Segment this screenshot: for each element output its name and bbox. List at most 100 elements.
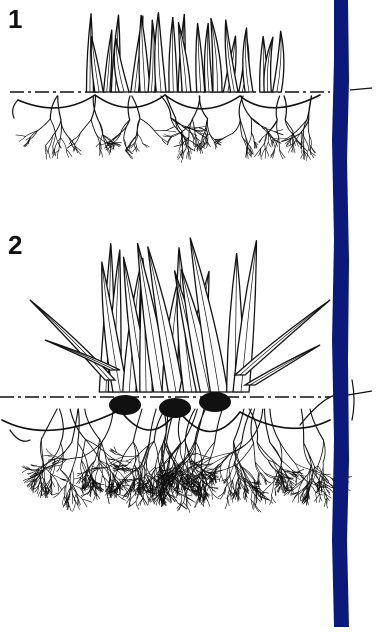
root-line [78,474,82,476]
plant-crown [109,395,141,415]
root-line [314,494,320,502]
root-line [61,138,67,150]
root-line [52,482,54,487]
root-line [261,148,262,159]
root-line [301,409,303,443]
root-line [319,487,327,488]
root-line [46,449,52,455]
root-line [154,441,158,462]
root-line [63,496,65,504]
root-line [133,146,137,152]
root-line [154,130,162,139]
root-line [44,489,45,496]
root-line [258,473,259,481]
root-line [318,440,324,466]
root-line [208,142,211,146]
root-line [266,142,268,149]
root-line [212,473,218,474]
root-line [154,130,167,131]
root-line [277,120,279,137]
root-line [304,137,309,149]
root-line [54,465,61,466]
root-line [30,131,37,137]
root-line [48,149,50,158]
root-line [262,148,266,157]
root-line [275,132,284,135]
root-line [41,409,57,439]
root-line [230,441,250,454]
root-line [56,135,59,144]
root-line [254,502,261,512]
panel-2-label: 2 [8,232,22,258]
root-line [162,139,166,145]
root-line [165,135,172,137]
root-line [138,134,143,143]
root-line [166,126,175,130]
root-line [80,120,91,133]
root-line [257,442,272,460]
root-line [22,469,28,473]
root-line [209,133,214,142]
root-line [270,495,272,505]
root-line [294,479,304,487]
root-line [109,134,119,142]
root-line [238,443,254,464]
root-line [72,443,78,469]
root-line [289,145,293,152]
root-line [225,497,227,508]
root-line [213,455,230,464]
leaf-blade [91,36,103,92]
root-line [60,485,67,493]
root-line [91,120,97,136]
root-line [304,443,312,467]
root-line [166,131,176,132]
ground-line-ext [348,391,372,395]
root-line [302,132,303,140]
ground-line-ext [350,88,372,90]
root-line [268,142,271,147]
root-line [55,148,56,156]
root-line [255,462,265,473]
root-line [108,497,109,504]
root-line [222,133,233,139]
root-line [298,494,299,503]
root-line [48,136,52,149]
root-line [275,130,284,132]
root-line [136,119,140,136]
root-line [73,501,76,511]
root-line [252,133,255,142]
root-line [315,492,316,503]
leaf-blade [264,37,273,92]
panel-1-drawing [10,12,372,162]
root-line [172,132,182,137]
root-line [46,149,48,159]
root-line [60,409,64,443]
runner-fragment [352,380,354,420]
root-line [249,133,252,143]
root-line [272,495,276,503]
root-line [272,482,274,495]
root-line [254,443,256,462]
root-line [50,119,55,135]
root-line [112,474,113,484]
root-line [308,120,309,136]
root-line [102,476,110,484]
runner-tip [13,100,18,118]
root-line [207,119,209,134]
root-line [140,119,154,130]
root-line [72,469,73,486]
root-line [293,494,299,502]
root-line [212,493,219,499]
root-line [295,463,311,470]
root-line [188,146,195,151]
root-line [183,149,186,159]
root-line [52,475,61,479]
root-line [19,136,25,141]
panel-2-drawing [0,238,372,513]
root-line [57,150,58,159]
root-line [57,465,60,471]
root-line [261,491,264,500]
root-line [265,409,271,443]
root-line [324,493,331,499]
